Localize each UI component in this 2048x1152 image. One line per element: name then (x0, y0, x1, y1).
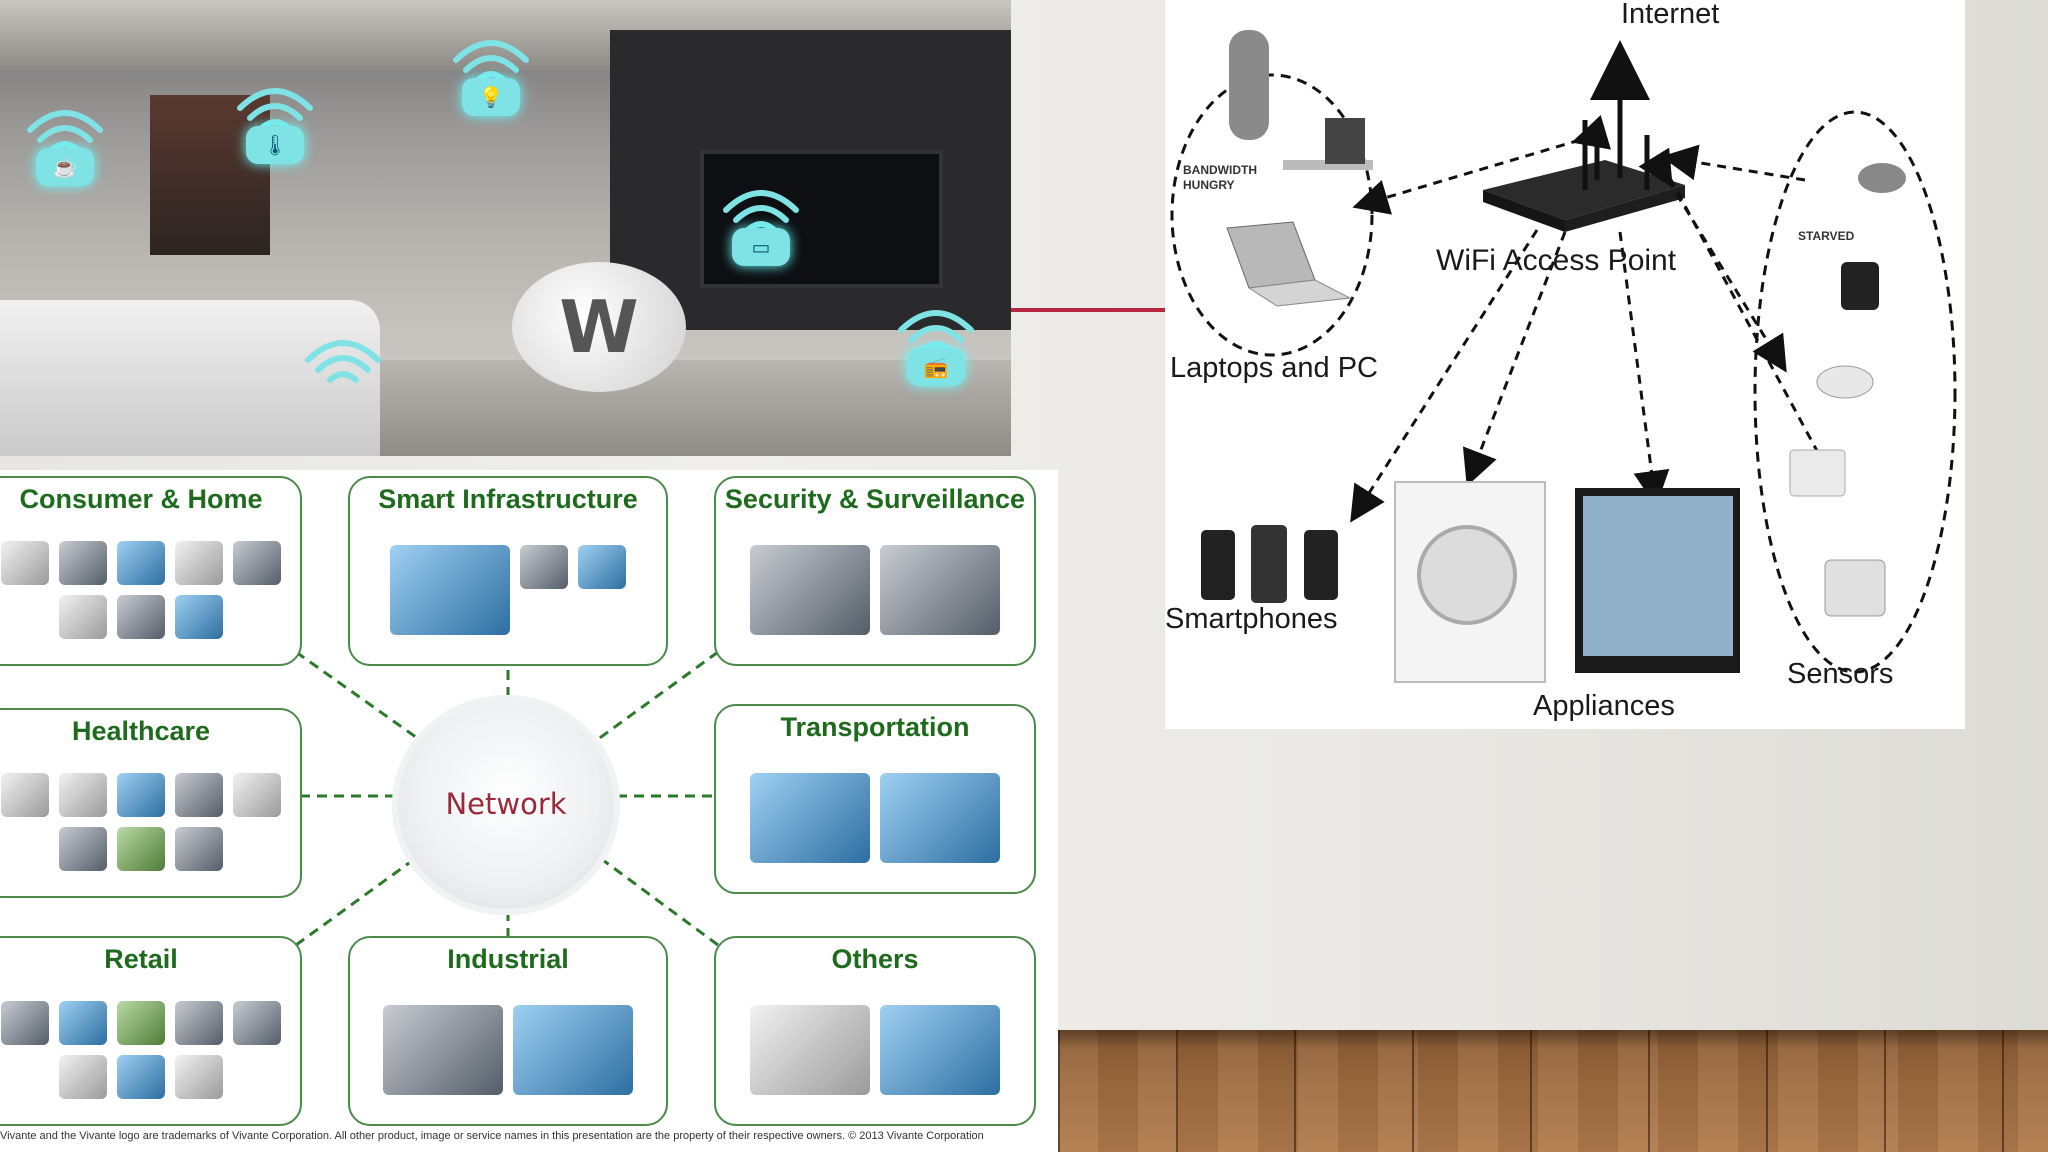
wifi-logo-bubble: W (512, 262, 686, 392)
wifi-thermometer-icon: 🌡 (232, 78, 318, 164)
category-images (358, 986, 658, 1114)
starved-label: STARVED (1798, 229, 1855, 243)
iot-network-panel: Consumer & Home Smart Infrastructure Sec… (0, 470, 1058, 1152)
category-industrial: Industrial (348, 936, 668, 1126)
category-title: Security & Surveillance (724, 484, 1026, 514)
category-images (724, 986, 1026, 1114)
category-images (358, 526, 658, 654)
category-title: Consumer & Home (19, 484, 263, 514)
wooden-floor (1058, 1030, 2048, 1152)
bookshelf (150, 95, 270, 255)
smart-home-photo: W ☕ 🌡 💡 ▭ 📻 (0, 0, 1011, 456)
category-images (724, 526, 1026, 654)
room-floor (380, 360, 1011, 456)
smartphones-label: Smartphones (1165, 603, 1338, 635)
category-security-surveillance: Security & Surveillance (714, 476, 1036, 666)
wifi-kettle-icon: ☕ (22, 100, 108, 186)
wifi-tablet-icon: ▭ (718, 180, 804, 266)
internet-label: Internet (1621, 0, 1720, 30)
wifi-access-point-diagram: Internet WiFi Access Point Laptops and P… (1165, 0, 1965, 729)
trademark-footnote: Vivante and the Vivante logo are tradema… (0, 1130, 984, 1142)
category-title: Others (831, 944, 919, 974)
category-title: Smart Infrastructure (378, 484, 638, 514)
diagram-graphics (1170, 30, 1957, 683)
wifi-radio-icon: 📻 (893, 300, 979, 386)
wifi-lightbulb-icon: 💡 (448, 30, 534, 116)
floor-shadow (1058, 1030, 2048, 1048)
category-transportation: Transportation (714, 704, 1036, 894)
category-title: Transportation (780, 712, 970, 742)
category-others: Others (714, 936, 1036, 1126)
category-images (724, 754, 1026, 882)
network-cloud: Network (392, 695, 620, 915)
category-title: Retail (104, 944, 178, 974)
category-smart-infrastructure: Smart Infrastructure (348, 476, 668, 666)
accent-line (1010, 308, 1165, 312)
category-images (0, 986, 292, 1114)
category-images (0, 526, 292, 654)
access-point-label: WiFi Access Point (1436, 244, 1677, 277)
wifi-floor-icon (300, 330, 386, 416)
sofa (0, 300, 380, 456)
category-title: Healthcare (71, 716, 211, 746)
category-consumer-home: Consumer & Home (0, 476, 302, 666)
category-title: Industrial (447, 944, 569, 974)
bandwidth-hungry-label: BANDWIDTH HUNGRY (1183, 163, 1257, 192)
category-healthcare: Healthcare (0, 708, 302, 898)
laptops-label: Laptops and PC (1170, 352, 1378, 384)
category-images (0, 758, 292, 886)
appliances-label: Appliances (1533, 690, 1675, 722)
sensors-label: Sensors (1787, 658, 1894, 690)
category-retail: Retail (0, 936, 302, 1126)
network-label: Network (445, 787, 567, 821)
